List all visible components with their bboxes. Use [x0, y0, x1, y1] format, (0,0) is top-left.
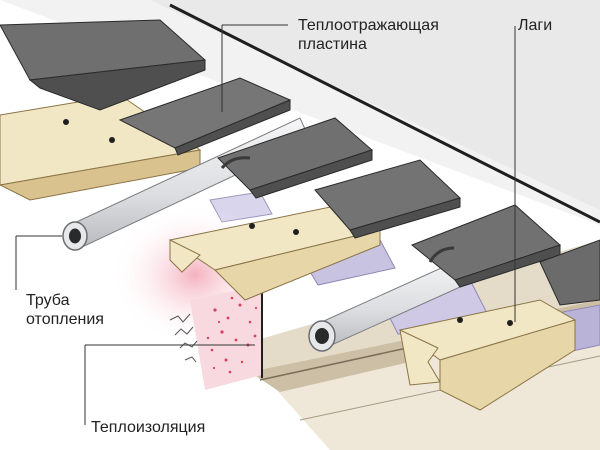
plate-label-line2: пластина	[298, 36, 367, 53]
plate-3	[217, 117, 373, 199]
lag-3	[398, 299, 577, 411]
heat-reflecting-plate-label: Теплоотражающая пластина	[298, 16, 439, 54]
plate-2	[118, 77, 292, 156]
plate-1	[0, 19, 207, 111]
leader-lines	[15, 24, 516, 425]
lags-label: Лаги	[518, 17, 553, 34]
plate-label-line1: Теплоотражающая	[298, 17, 439, 34]
pipe-label-line2: отопления	[26, 311, 104, 328]
pipe-label-line1: Труба	[26, 292, 70, 309]
lag-2	[168, 204, 382, 301]
plate-6	[539, 239, 600, 306]
heating-pipe-label: Труба отопления	[26, 291, 104, 329]
insulation-label: Теплоизоляция	[91, 419, 206, 436]
plate-4	[314, 159, 461, 239]
